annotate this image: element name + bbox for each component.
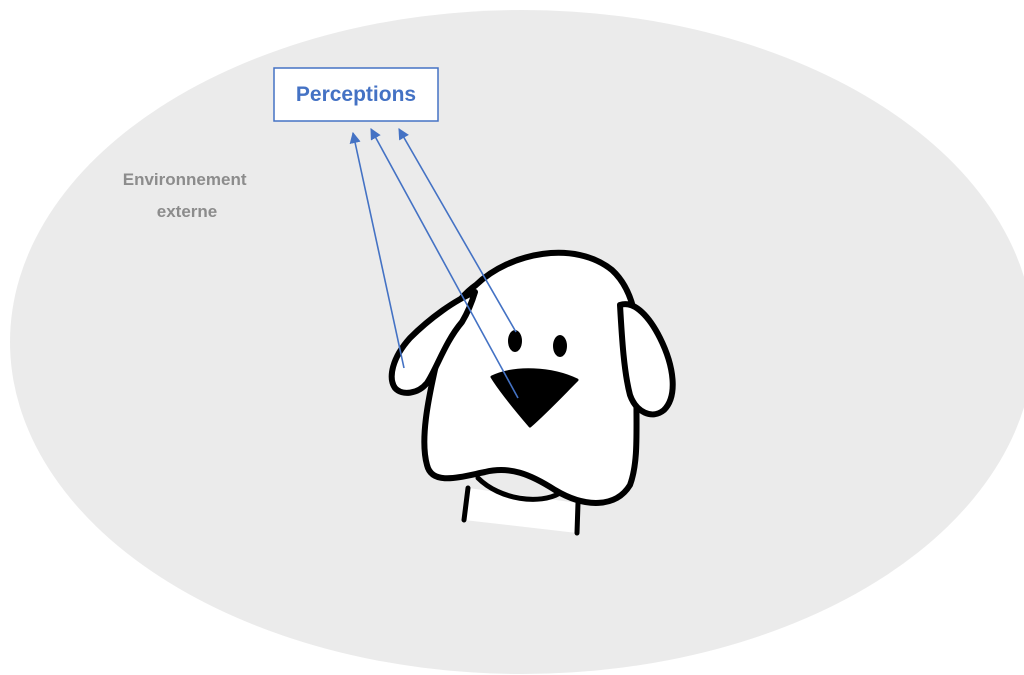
arrow-ear-to-perceptions [349,131,405,369]
arrow-nose-to-perceptions [370,128,519,399]
dog-nose [490,368,579,428]
environment-label-line-2: externe [157,202,217,221]
dog-neck-left-line [461,485,471,523]
environment-label-line-1: Environnement [123,170,247,189]
dog-icon [388,249,676,536]
dog-left-ear [388,289,478,396]
dog-chin [475,475,563,502]
perceptions-box [273,67,439,122]
arrow-eye-to-perceptions [398,128,517,333]
dog-right-eye [553,335,567,357]
environment-label: Environnement externe [123,170,251,221]
dog-neck-right-line [574,500,581,536]
dog-right-ear [617,301,676,418]
perceptions-label: Perceptions [296,83,416,106]
dog-left-eye [508,330,522,352]
